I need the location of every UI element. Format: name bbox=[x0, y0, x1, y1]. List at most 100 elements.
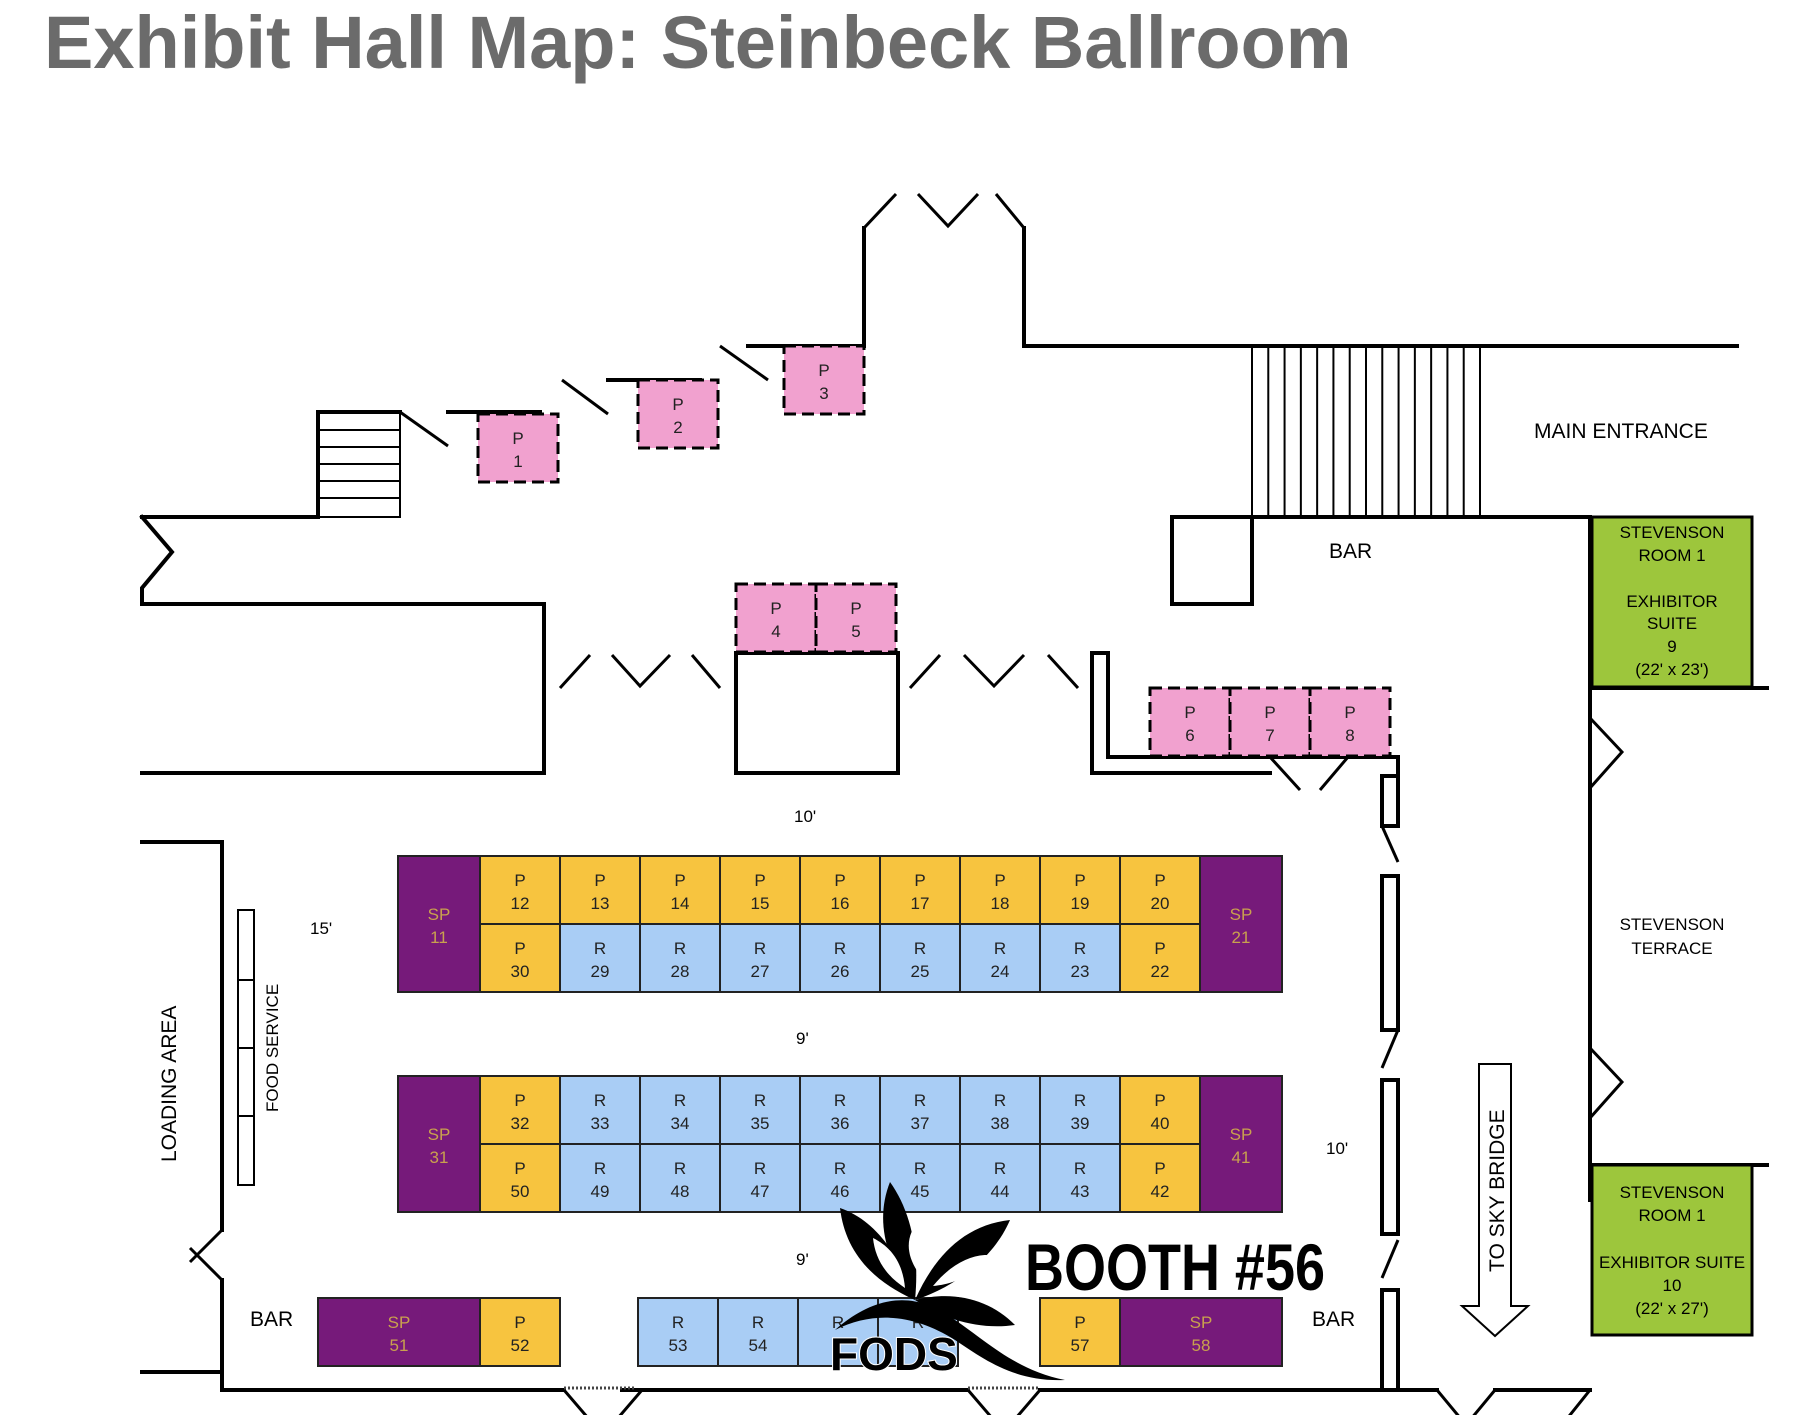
booth-p32-number: 32 bbox=[511, 1114, 530, 1133]
booth-p14[interactable]: P14 bbox=[639, 855, 721, 925]
booth-p13-type: P bbox=[594, 871, 605, 890]
booth-p40[interactable]: P40 bbox=[1119, 1075, 1201, 1145]
booth-r33-type: R bbox=[594, 1091, 606, 1110]
booth-r38[interactable]: R38 bbox=[959, 1075, 1041, 1145]
booth-r23[interactable]: R23 bbox=[1039, 923, 1121, 993]
booth-p1-number: 1 bbox=[513, 452, 522, 471]
booth-p40-type: P bbox=[1154, 1091, 1165, 1110]
booth-p13[interactable]: P13 bbox=[559, 855, 641, 925]
booth-r27[interactable]: R27 bbox=[719, 923, 801, 993]
main-entrance-label: MAIN ENTRANCE bbox=[1534, 420, 1708, 443]
booth-p19[interactable]: P19 bbox=[1039, 855, 1121, 925]
booth-sp41-type: SP bbox=[1230, 1125, 1253, 1144]
booth-r43[interactable]: R43 bbox=[1039, 1143, 1121, 1213]
booth-r34-number: 34 bbox=[671, 1114, 690, 1133]
booth-r29[interactable]: R29 bbox=[559, 923, 641, 993]
terrace-line-0: STEVENSON bbox=[1620, 915, 1725, 934]
booth-p20-type: P bbox=[1154, 871, 1165, 890]
booth-p42[interactable]: P42 bbox=[1119, 1143, 1201, 1213]
booth-sp58-number: 58 bbox=[1192, 1336, 1211, 1355]
booth-p18[interactable]: P18 bbox=[959, 855, 1041, 925]
booth-p17[interactable]: P17 bbox=[879, 855, 961, 925]
booth-p7[interactable]: P7 bbox=[1228, 686, 1312, 758]
booth-r33[interactable]: R33 bbox=[559, 1075, 641, 1145]
booth-r46[interactable]: R46 bbox=[799, 1143, 881, 1213]
booth-p2[interactable]: P2 bbox=[636, 378, 720, 450]
terrace-line-1: TERRACE bbox=[1631, 939, 1712, 958]
booth-p2-number: 2 bbox=[673, 418, 682, 437]
booth-p4-shape bbox=[734, 582, 818, 654]
food-service-label: FOOD SERVICE bbox=[263, 984, 282, 1112]
booth-r35[interactable]: R35 bbox=[719, 1075, 801, 1145]
booth-r26-type: R bbox=[834, 939, 846, 958]
suite10-line-3: EXHIBITOR SUITE bbox=[1599, 1253, 1745, 1272]
food-service-rack bbox=[237, 909, 255, 1186]
booth-r33-shape bbox=[559, 1075, 641, 1145]
booth-p30[interactable]: P30 bbox=[479, 923, 561, 993]
booth-r39[interactable]: R39 bbox=[1039, 1075, 1121, 1145]
booth-p20[interactable]: P20 bbox=[1119, 855, 1201, 925]
booth-r34[interactable]: R34 bbox=[639, 1075, 721, 1145]
booth-p57[interactable]: P57 bbox=[1039, 1297, 1121, 1367]
booth-p1[interactable]: P1 bbox=[476, 412, 560, 484]
booth-p22[interactable]: P22 bbox=[1119, 923, 1201, 993]
booth-r25[interactable]: R25 bbox=[879, 923, 961, 993]
booth-p6[interactable]: P6 bbox=[1148, 686, 1232, 758]
booth-r36-shape bbox=[799, 1075, 881, 1145]
booth-r26[interactable]: R26 bbox=[799, 923, 881, 993]
booth-p42-shape bbox=[1119, 1143, 1201, 1213]
booth-r24[interactable]: R24 bbox=[959, 923, 1041, 993]
booth-r48[interactable]: R48 bbox=[639, 1143, 721, 1213]
booth-p32-shape bbox=[479, 1075, 561, 1145]
booth-p15-type: P bbox=[754, 871, 765, 890]
booth-r54[interactable]: R54 bbox=[717, 1297, 799, 1367]
booth-r28[interactable]: R28 bbox=[639, 923, 721, 993]
booth-r37-number: 37 bbox=[911, 1114, 930, 1133]
booth-p50[interactable]: P50 bbox=[479, 1143, 561, 1213]
booth-p5[interactable]: P5 bbox=[814, 582, 898, 654]
booth-p8-shape bbox=[1308, 686, 1392, 758]
booth-p4[interactable]: P4 bbox=[734, 582, 818, 654]
booth-r37-shape bbox=[879, 1075, 961, 1145]
booth-sp11-shape bbox=[397, 855, 481, 993]
booth-r55[interactable]: R bbox=[797, 1297, 879, 1367]
booth-p3-type: P bbox=[818, 361, 829, 380]
booth-p32[interactable]: P32 bbox=[479, 1075, 561, 1145]
dim-9-b: 9' bbox=[796, 1250, 809, 1269]
booth-p18-shape bbox=[959, 855, 1041, 925]
booth-p16[interactable]: P16 bbox=[799, 855, 881, 925]
booth-p12[interactable]: P12 bbox=[479, 855, 561, 925]
booth-p2-shape bbox=[636, 378, 720, 450]
booth-p5-number: 5 bbox=[851, 622, 860, 641]
booth-r53[interactable]: R53 bbox=[637, 1297, 719, 1367]
booth-r35-type: R bbox=[754, 1091, 766, 1110]
exhibitor-suite-10[interactable]: STEVENSON ROOM 1 EXHIBITOR SUITE 10 (22'… bbox=[1590, 1163, 1754, 1337]
booth-r37[interactable]: R 37 bbox=[879, 1075, 961, 1145]
booth-p16-number: 16 bbox=[831, 894, 850, 913]
booth-p12-number: 12 bbox=[511, 894, 530, 913]
exhibitor-suite-9[interactable]: STEVENSON ROOM 1 EXHIBITOR SUITE 9 (22' … bbox=[1590, 515, 1754, 689]
booth-p3[interactable]: P3 bbox=[782, 344, 866, 416]
booth-r47[interactable]: R47 bbox=[719, 1143, 801, 1213]
booth-p52[interactable]: P52 bbox=[479, 1297, 561, 1367]
booth-r37-type: R bbox=[914, 1091, 926, 1110]
booth-p13-shape bbox=[559, 855, 641, 925]
booth-p57-number: 57 bbox=[1071, 1336, 1090, 1355]
booth-p8-number: 8 bbox=[1345, 726, 1354, 745]
booth-r36[interactable]: R36 bbox=[799, 1075, 881, 1145]
booth-sp21-shape bbox=[1199, 855, 1283, 993]
booth-r44[interactable]: R44 bbox=[959, 1143, 1041, 1213]
booth-p8[interactable]: P8 bbox=[1308, 686, 1392, 758]
booth-r49-shape bbox=[559, 1143, 641, 1213]
booth-r49[interactable]: R49 bbox=[559, 1143, 641, 1213]
booth-p15[interactable]: P15 bbox=[719, 855, 801, 925]
bar-top-label: BAR bbox=[1329, 540, 1372, 563]
booth-r55-type: R bbox=[832, 1313, 844, 1332]
booth-p3-number: 3 bbox=[819, 384, 828, 403]
